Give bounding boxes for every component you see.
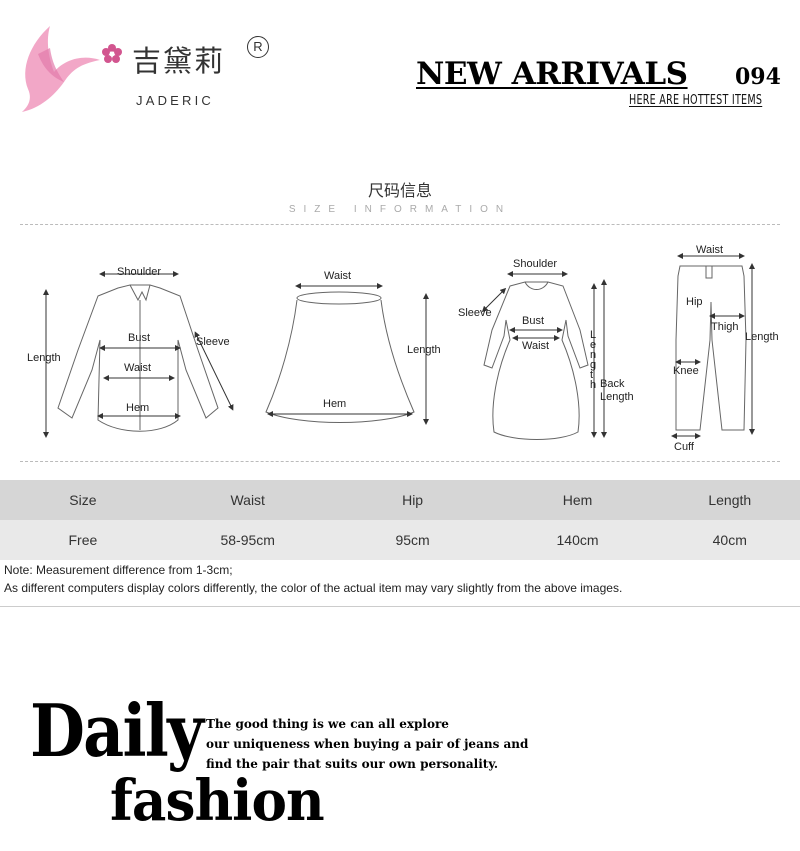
size-info-title-en: SIZE INFORMATION [288, 204, 512, 215]
dress-shoulder-label: Shoulder [513, 258, 558, 270]
shirt-bust-label: Bust [128, 332, 151, 344]
table-header-row: Size Waist Hip Hem Length [0, 480, 800, 520]
table-header-cell: Waist [165, 480, 330, 520]
measurement-notes: Note: Measurement difference from 1-3cm;… [0, 561, 800, 607]
skirt-length-label: Length [407, 344, 441, 356]
dress-sleeve-label: Sleeve [458, 307, 492, 319]
note-line: As different computers display colors di… [4, 581, 623, 595]
pants-cuff-label: Cuff [674, 441, 694, 453]
shirt-outline-icon [57, 284, 219, 432]
pants-thigh-label: Thigh [711, 321, 739, 333]
promo-tagline: The good thing is we can all explore our… [206, 714, 528, 774]
tagline-line: our uniqueness when buying a pair of jea… [206, 737, 529, 751]
pants-outline-icon [675, 265, 747, 431]
measurement-diagrams: Shoulder Length Bust Sleeve Waist Hem Wa… [0, 230, 800, 460]
tagline-line: find the pair that suits our own persona… [206, 757, 499, 771]
dress-outline-icon [483, 281, 589, 440]
brand-name-cn: 吉黛莉 [132, 44, 226, 78]
size-info-title-cn: 尺码信息 [367, 183, 432, 200]
pants-length-label: Length [745, 331, 779, 343]
dress-waist-label: Waist [522, 340, 550, 352]
shirt-sleeve-arrow [194, 331, 234, 411]
shirt-shoulder-label: Shoulder [117, 266, 162, 278]
brand-name-en: JADERIC [136, 93, 215, 108]
pants-knee-label: Knee [673, 365, 699, 377]
table-cell: Free [0, 520, 166, 560]
pants-waist-label: Waist [696, 244, 724, 256]
table-cell: 140cm [495, 520, 660, 560]
brand-logo-icon [22, 26, 122, 112]
table-header-cell: Length [659, 480, 800, 520]
divider [20, 224, 780, 225]
skirt-hem-label: Hem [323, 398, 347, 410]
dress-length-label: Length [590, 329, 597, 391]
hottest-items-subtitle: HERE ARE HOTTEST ITEMS [629, 93, 763, 108]
table-header-cell: Hip [329, 480, 496, 520]
new-arrivals-number: 094 [735, 64, 781, 90]
note-line: Note: Measurement difference from 1-3cm; [4, 563, 233, 577]
dress-sleeve-arrow [481, 287, 507, 313]
garment-illustrations [43, 253, 755, 440]
shirt-length-label: Length [27, 352, 61, 364]
table-header-cell: Size [0, 480, 166, 520]
table-row: Free 58-95cm 95cm 140cm 40cm [0, 520, 800, 560]
new-arrivals-heading: NEW ARRIVALS [416, 56, 688, 92]
dress-bust-label: Bust [522, 315, 545, 327]
shirt-sleeve-label: Sleeve [196, 336, 230, 348]
skirt-outline-icon [265, 291, 415, 423]
registered-mark: R [247, 36, 269, 58]
skirt-waist-label: Waist [324, 270, 352, 282]
table-cell: 40cm [659, 520, 800, 560]
shirt-hem-label: Hem [126, 402, 150, 414]
dress-back-label: Back [600, 378, 625, 390]
pants-hip-label: Hip [686, 296, 703, 308]
shirt-waist-label: Waist [124, 362, 152, 374]
table-header-cell: Hem [495, 480, 660, 520]
size-table: Size Waist Hip Hem Length Free 58-95cm 9… [0, 480, 800, 560]
daily-heading: Daily [30, 688, 204, 773]
dress-back-length-label: Length [600, 391, 634, 403]
fashion-heading: fashion [110, 768, 325, 834]
table-cell: 95cm [329, 520, 496, 560]
tagline-line: The good thing is we can all explore [206, 717, 449, 731]
divider [20, 461, 780, 462]
table-cell: 58-95cm [165, 520, 330, 560]
